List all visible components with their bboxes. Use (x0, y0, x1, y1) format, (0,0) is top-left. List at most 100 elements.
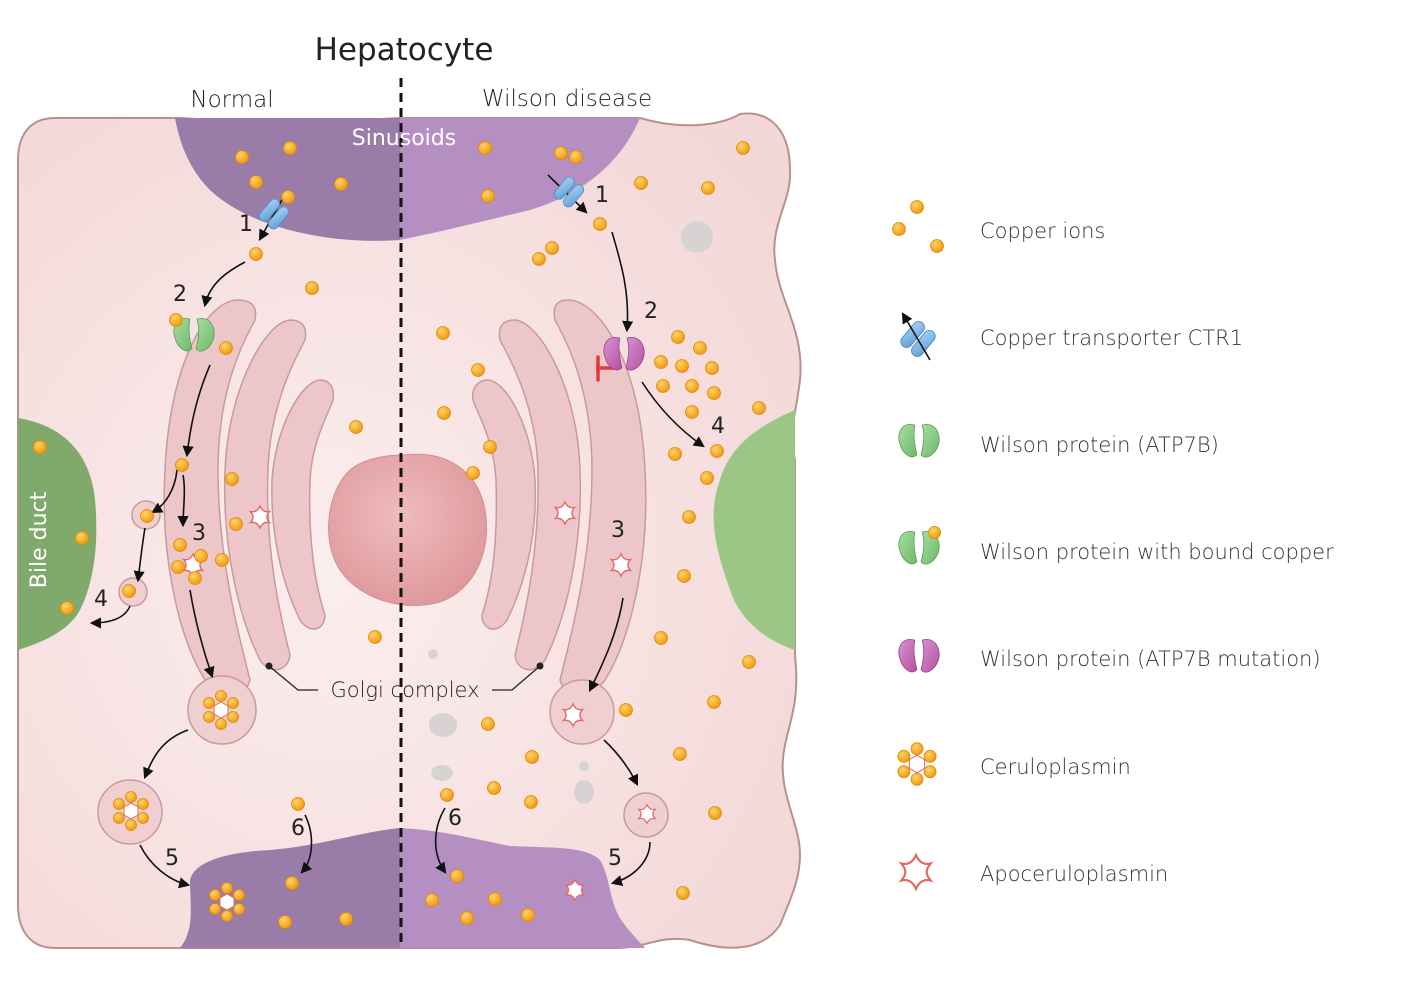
legend-label-2: Wilson protein (ATP7B) (980, 433, 1219, 457)
step-3-normal: 3 (192, 521, 206, 546)
copper-ion (368, 630, 382, 644)
copper-ion (219, 341, 233, 355)
legend-label-1: Copper transporter CTR1 (980, 326, 1243, 350)
copper-ion (173, 538, 187, 552)
copper-ion (569, 150, 583, 164)
step-1-normal: 1 (239, 212, 253, 237)
step-5-normal: 5 (165, 846, 179, 871)
apoceruloplasmin-icon (900, 853, 932, 891)
copper-ion (676, 886, 690, 900)
copper-ion (169, 313, 183, 327)
copper-ion (440, 788, 454, 802)
copper-ions-icon (892, 200, 944, 253)
golgi-leaders (268, 665, 541, 691)
copper-ion (450, 869, 464, 883)
copper-ion (671, 330, 685, 344)
panel-label-normal: Normal (190, 87, 273, 113)
golgi-leader-dot-right (536, 662, 544, 670)
copper-ion (60, 601, 74, 615)
copper-ions (33, 141, 766, 929)
copper-ion (634, 176, 648, 190)
ceruloplasmin-icon (897, 742, 937, 786)
copper-ion (554, 146, 568, 160)
copper-ion (471, 363, 485, 377)
copper-ion (175, 458, 189, 472)
copper-ion (677, 569, 691, 583)
copper-ion (524, 795, 538, 809)
copper-ion (619, 703, 633, 717)
copper-ion (654, 355, 668, 369)
copper-ion (701, 181, 715, 195)
step-2-disease: 2 (644, 299, 658, 324)
panel-label-disease: Wilson disease (482, 86, 652, 112)
step-6-disease: 6 (448, 806, 462, 831)
copper-ion (466, 466, 480, 480)
bile-duct-normal (18, 418, 97, 650)
copper-ion (700, 471, 714, 485)
step-6-normal: 6 (291, 816, 305, 841)
wilson-protein-bound-icon (898, 526, 941, 565)
copper-ion (483, 440, 497, 454)
copper-ion (194, 549, 208, 563)
copper-ion (437, 406, 451, 420)
copper-ion (708, 806, 722, 820)
copper-ion (249, 247, 263, 261)
copper-ion (656, 379, 670, 393)
copper-ion (281, 190, 295, 204)
step-5-disease: 5 (608, 846, 622, 871)
sinusoid-top-disease (400, 118, 640, 240)
legend-label-3: Wilson protein with bound copper (980, 540, 1334, 564)
golgi-left (163, 299, 335, 696)
copper-ion (215, 553, 229, 567)
golgi-label: Golgi complex (330, 678, 479, 702)
golgi-right (471, 299, 647, 696)
legend-label-5: Ceruloplasmin (980, 755, 1131, 779)
legend-label-0: Copper ions (980, 219, 1105, 243)
copper-ion (278, 915, 292, 929)
copper-ion (140, 509, 154, 523)
step-1-disease: 1 (595, 183, 609, 208)
copper-ion (682, 510, 696, 524)
sinusoids-label: Sinusoids (352, 126, 456, 151)
copper-ion (707, 695, 721, 709)
wilson-protein-icon (898, 423, 940, 458)
copper-ion (710, 444, 724, 458)
bile-duct-label: Bile duct (27, 491, 52, 588)
inclusions (428, 221, 713, 804)
copper-ion (673, 747, 687, 761)
copper-ion (285, 876, 299, 890)
copper-ion (521, 908, 535, 922)
step-3-disease: 3 (611, 518, 625, 543)
copper-ion (33, 440, 47, 454)
copper-ion (188, 571, 202, 585)
step-4-disease: 4 (711, 414, 725, 439)
copper-ion (488, 892, 502, 906)
copper-ion (75, 531, 89, 545)
legend-label-4: Wilson protein (ATP7B mutation) (980, 647, 1321, 671)
step-4-normal: 4 (94, 587, 108, 612)
copper-ion (685, 379, 699, 393)
copper-ion (593, 217, 607, 231)
copper-ion (349, 420, 363, 434)
copper-ion (249, 175, 263, 189)
copper-ion (225, 472, 239, 486)
copper-ion (229, 517, 243, 531)
copper-ion (334, 177, 348, 191)
legend: Copper ions Copper transporter CTR1 Wils… (892, 200, 1334, 891)
copper-ion (707, 386, 721, 400)
pathway-arrows (89, 231, 705, 889)
ctr1-arrow-disease (547, 174, 588, 214)
diagram-title: Hepatocyte (315, 32, 494, 68)
ctr1-transporter-icon (897, 312, 939, 361)
copper-ion (171, 560, 185, 574)
copper-ion (654, 631, 668, 645)
copper-ion (478, 141, 492, 155)
copper-ion (481, 189, 495, 203)
bile-duct-disease (713, 410, 795, 650)
copper-ion (283, 141, 297, 155)
copper-ion (752, 401, 766, 415)
copper-ion (693, 341, 707, 355)
step-numbers: 1 2 3 4 5 6 1 2 3 4 5 6 (94, 183, 725, 871)
sinusoid-top-normal (175, 118, 400, 241)
